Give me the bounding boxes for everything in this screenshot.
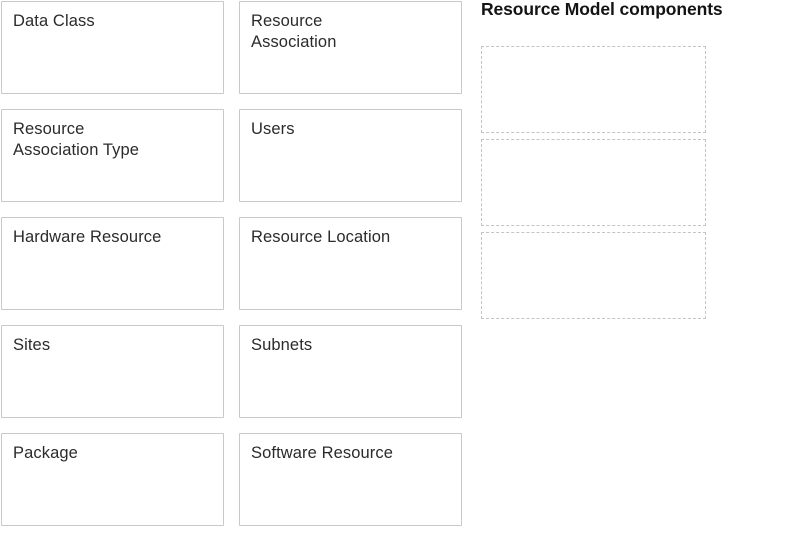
answer-choice-card[interactable]: Data Class (1, 1, 224, 94)
answer-choice-label: Resource Location (251, 228, 391, 246)
drop-target-area: Resource Model components (481, 0, 812, 511)
drop-zone[interactable] (481, 139, 706, 226)
answer-choice-card[interactable]: Resource Association (239, 1, 462, 94)
drop-zone[interactable] (481, 232, 706, 319)
answer-choice-label: Data Class (13, 12, 95, 30)
drag-and-drop-question: Data Class Resource Association Type Har… (1, 0, 812, 526)
answer-choice-label: Users (251, 120, 295, 138)
drop-target-list (481, 46, 706, 325)
answer-choice-card[interactable]: Resource Association Type (1, 109, 224, 202)
answer-choice-card[interactable]: Resource Location (239, 217, 462, 310)
answer-choice-label: Hardware Resource (13, 228, 162, 246)
answer-choice-card[interactable]: Package (1, 433, 224, 526)
answer-choice-card[interactable]: Software Resource (239, 433, 462, 526)
answer-choice-column-left: Data Class Resource Association Type Har… (1, 1, 224, 541)
answer-choice-label: Package (13, 444, 78, 462)
drop-zone[interactable] (481, 46, 706, 133)
answer-choice-card[interactable]: Subnets (239, 325, 462, 418)
answer-choice-label: Sites (13, 336, 51, 354)
answer-choice-label: Resource Association Type (13, 120, 140, 159)
answer-choice-column-right: Resource Association Users Resource Loca… (239, 1, 462, 541)
drop-target-title: Resource Model components (481, 0, 723, 19)
answer-choice-card[interactable]: Hardware Resource (1, 217, 224, 310)
answer-choice-label: Subnets (251, 336, 313, 354)
answer-choice-card[interactable]: Users (239, 109, 462, 202)
answer-choice-pool: Data Class Resource Association Type Har… (1, 1, 462, 526)
answer-choice-label: Software Resource (251, 444, 394, 462)
answer-choice-card[interactable]: Sites (1, 325, 224, 418)
answer-choice-label: Resource Association (251, 12, 337, 51)
